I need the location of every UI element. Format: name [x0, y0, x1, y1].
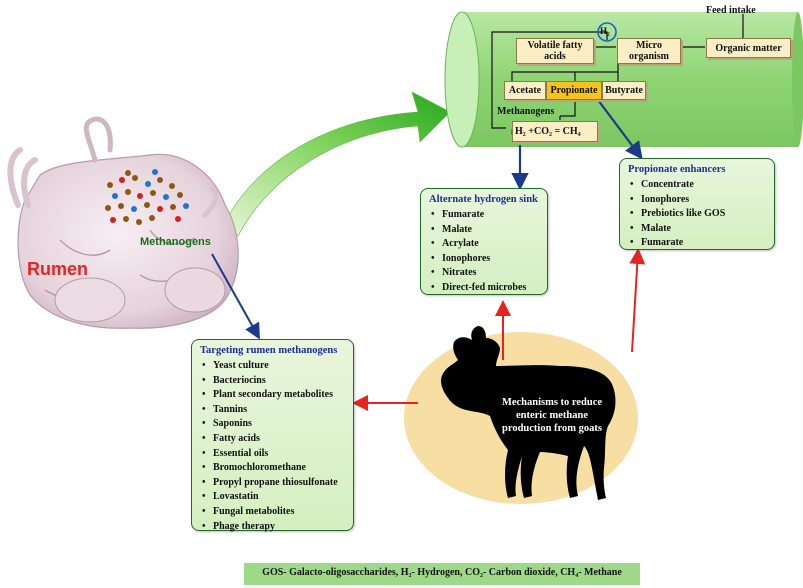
hydrogen-sink-title: Alternate hydrogen sink: [429, 194, 538, 205]
micro-organism-box: Micro organism: [617, 38, 681, 64]
targeting-list: Yeast culture Bacteriocins Plant seconda…: [200, 359, 345, 534]
list-item: Malate: [431, 223, 539, 238]
blue-arrow-methanogens: [211, 253, 260, 340]
list-item: Lovastatin: [202, 490, 345, 505]
feed-intake-label: Feed intake: [706, 5, 756, 16]
cylinder-methanogens-label: Methanogens: [497, 106, 555, 117]
list-item: Direct-fed microbes: [431, 281, 539, 296]
acetate-box: Acetate: [504, 81, 546, 100]
goat-silhouette: [441, 326, 616, 500]
list-item: Saponins: [202, 417, 345, 432]
list-item: Bacteriocins: [202, 374, 345, 389]
cylinder-connectors: [491, 14, 744, 129]
list-item: Nitrates: [431, 266, 539, 281]
h2-top-label: H₂: [600, 26, 610, 36]
list-item: Yeast culture: [202, 359, 345, 374]
h2-circle-top: [597, 22, 617, 42]
organic-matter-box: Organic matter: [706, 38, 791, 58]
big-green-arrow: [221, 91, 451, 237]
list-item: Essential oils: [202, 447, 345, 462]
rumen-title: Rumen: [27, 259, 89, 279]
list-item: Fatty acids: [202, 432, 345, 447]
list-item: Fungal metabolites: [202, 505, 345, 520]
red-arrow-up-propionate: [629, 248, 646, 353]
blue-arrow-propionate: [597, 99, 643, 160]
propionate-box: Propionate: [546, 81, 602, 100]
rumen-illustration: [7, 116, 239, 329]
list-item: Bromochloromethane: [202, 461, 345, 476]
list-item: Ionophores: [431, 252, 539, 267]
center-caption: Mechanisms to reduce enteric methane pro…: [501, 397, 603, 434]
list-item: Acrylate: [431, 237, 539, 252]
vfa-box: Volatile fatty acids: [516, 38, 594, 64]
footer-abbreviations: GOS- Galacto-oligosaccharides, H₂- Hydro…: [262, 567, 622, 578]
targeting-title: Targeting rumen methanogens: [200, 345, 338, 356]
list-item: Tannins: [202, 403, 345, 418]
propionate-enhancers-title: Propionate enhancers: [628, 164, 726, 175]
methanogen-dots: [105, 169, 189, 225]
methanogens-label: Methanogens: [140, 236, 211, 248]
list-item: Phage therapy: [202, 520, 345, 535]
methane-equation-box: H₂ +CO₂ = CH₄: [512, 121, 598, 142]
list-item: Concentrate: [630, 178, 766, 193]
hydrogen-sink-box: Alternate hydrogen sink Fumarate Malate …: [420, 188, 548, 295]
list-item: Propyl propane thiosulfonate: [202, 476, 345, 491]
list-item: Fumarate: [630, 236, 766, 251]
targeting-box: Targeting rumen methanogens Yeast cultur…: [191, 339, 354, 534]
list-item: Ionophores: [630, 193, 766, 208]
list-item: Plant secondary metabolites: [202, 388, 345, 403]
propionate-enhancers-list: Concentrate Ionophores Prebiotics like G…: [628, 178, 766, 251]
propionate-enhancers-box: Propionate enhancers Concentrate Ionopho…: [619, 158, 775, 251]
butyrate-box: Butyrate: [602, 81, 646, 100]
footer-bar: [244, 563, 640, 585]
list-item: Fumarate: [431, 208, 539, 223]
list-item: Malate: [630, 222, 766, 237]
list-item: Prebiotics like GOS: [630, 207, 766, 222]
hydrogen-sink-list: Fumarate Malate Acrylate Ionophores Nitr…: [429, 208, 539, 296]
